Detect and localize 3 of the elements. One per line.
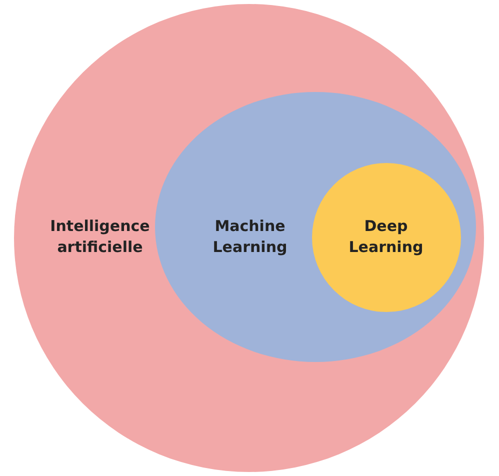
circle-label: Deep Learning (348, 216, 424, 258)
circle-label: Machine Learning (212, 216, 288, 258)
circle-label: Intelligence artificielle (49, 216, 151, 258)
